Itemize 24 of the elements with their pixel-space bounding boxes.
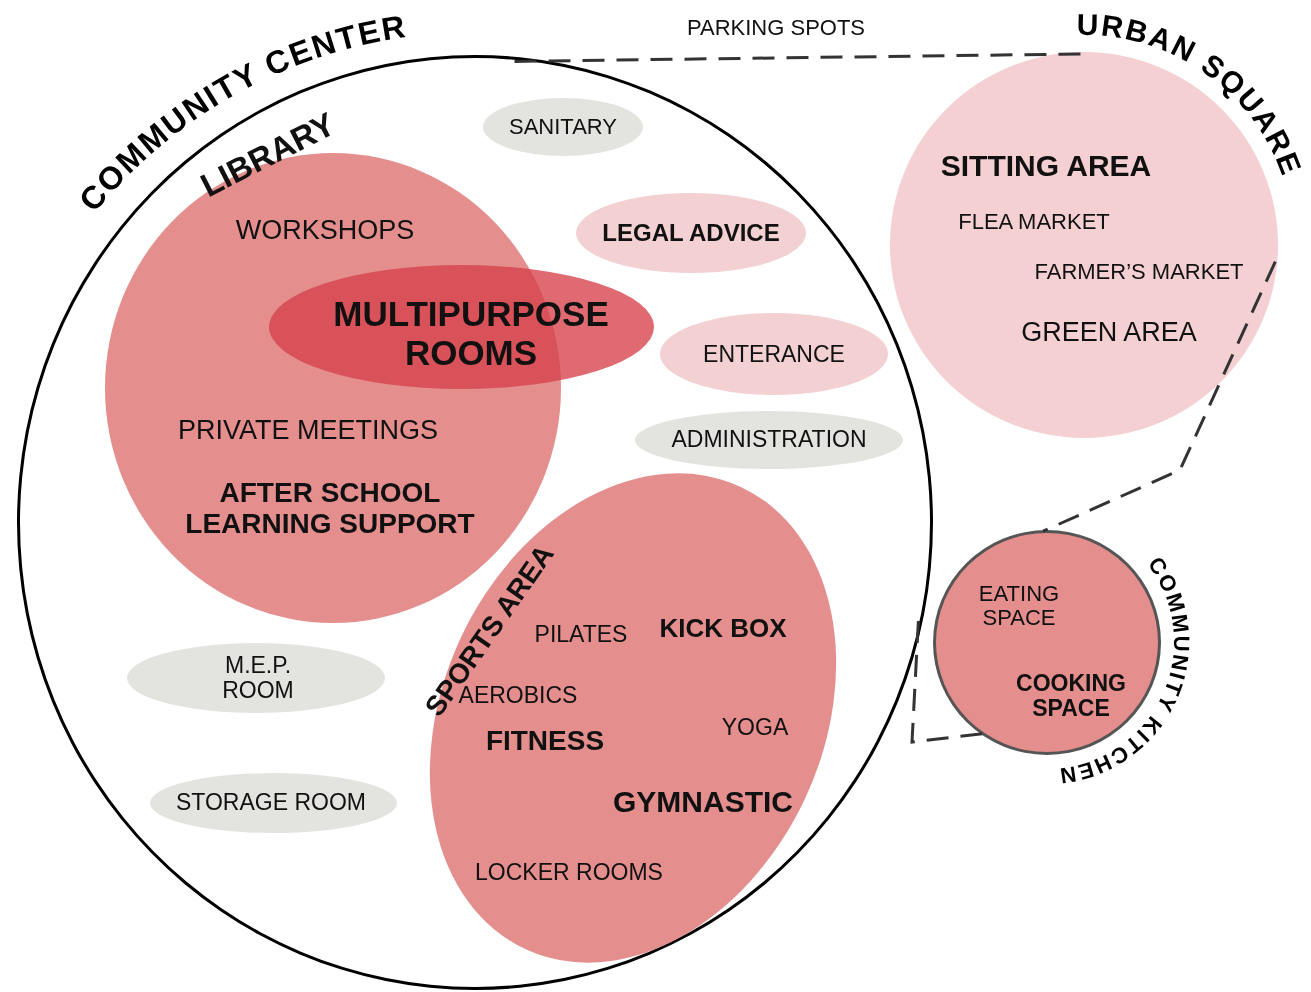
space-label: GYMNASTIC <box>613 784 793 818</box>
space-label: GREEN AREA <box>1021 318 1197 348</box>
space-label: STORAGE ROOM <box>176 790 366 816</box>
space-label: WORKSHOPS <box>235 216 415 246</box>
space-label: COOKING SPACE <box>1015 670 1126 721</box>
space-label: EATING SPACE <box>977 581 1061 631</box>
space-label: LEGAL ADVICE <box>602 219 780 247</box>
space-label: AFTER SCHOOL LEARNING SUPPORT <box>184 478 476 540</box>
space-label: SITTING AREA <box>940 148 1152 182</box>
dashed-line <box>1042 261 1277 533</box>
space-label: FARMER’S MARKET <box>1034 259 1244 285</box>
space-label: FITNESS <box>485 725 605 757</box>
space-label: SANITARY <box>509 114 617 140</box>
space-label: PILATES <box>534 622 628 648</box>
space-label: FLEA MARKET <box>958 209 1110 235</box>
space-label: MULTIPURPOSE ROOMS <box>332 294 610 372</box>
space-label: PRIVATE MEETINGS <box>178 416 438 446</box>
space-label: LOCKER ROOMS <box>475 860 663 886</box>
space-label: YOGA <box>721 715 789 741</box>
space-label: M.E.P. ROOM <box>221 652 295 704</box>
space-label: ENTERANCE <box>703 342 845 368</box>
space-label: KICK BOX <box>659 613 787 643</box>
dashed-line <box>910 618 983 744</box>
space-label: ADMINISTRATION <box>671 427 867 453</box>
